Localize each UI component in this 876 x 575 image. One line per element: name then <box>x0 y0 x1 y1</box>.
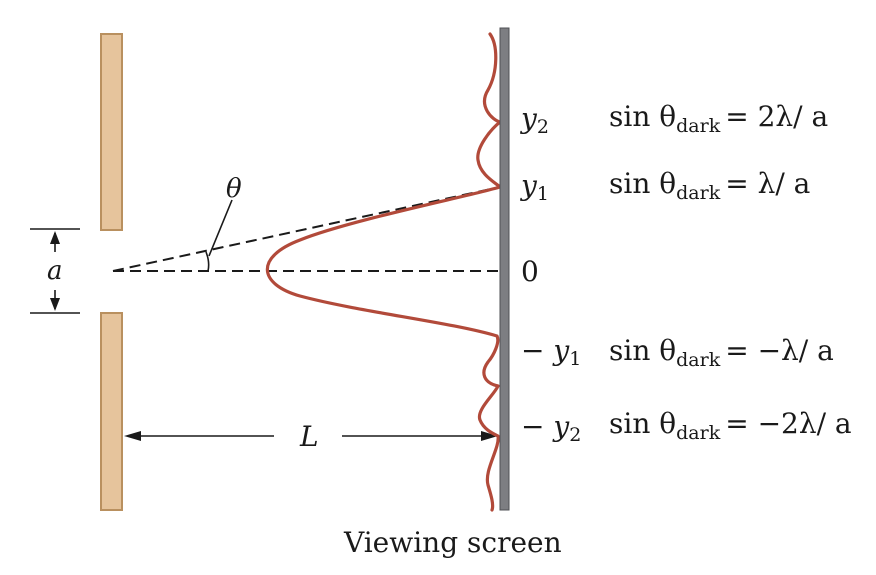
position-minus-y2-label: − y2 <box>521 410 581 446</box>
position-y1-label: y1 <box>519 169 549 205</box>
position-minus-y2: − y2 sin θdark= −2λ/ a <box>521 407 852 446</box>
position-y2-label: y2 <box>519 102 549 138</box>
lower-barrier <box>100 312 123 511</box>
theta-angle-arc <box>205 251 210 272</box>
viewing-screen <box>499 27 510 511</box>
position-minus-y1-label: − y1 <box>521 334 581 370</box>
position-y2: y2 sin θdark= 2λ/ a <box>519 100 828 138</box>
angled-ray-line <box>112 186 501 272</box>
theta-leader-line <box>208 199 233 257</box>
upper-barrier <box>100 33 123 231</box>
position-minus-y1-equation: sin θdark= −λ/ a <box>609 334 834 371</box>
distance-right-arrowhead <box>481 431 498 441</box>
position-y1: y1 sin θdark= λ/ a <box>519 167 810 205</box>
distance-left-arrowhead <box>124 431 141 441</box>
position-minus-y2-equation: sin θdark= −2λ/ a <box>609 407 852 444</box>
theta-label: θ <box>226 174 242 204</box>
position-y2-equation: sin θdark= 2λ/ a <box>609 100 828 137</box>
distance-label: L <box>299 420 319 453</box>
slit-width-label: a <box>47 256 63 286</box>
slit-width-up-arrowhead <box>50 231 60 244</box>
position-y1-equation: sin θdark= λ/ a <box>609 167 810 204</box>
slit-width-down-arrowhead <box>50 298 60 311</box>
position-zero-label: 0 <box>521 255 539 288</box>
position-zero: 0 <box>521 255 539 288</box>
viewing-screen-caption: Viewing screen <box>343 526 562 559</box>
intensity-pattern-curve <box>265 32 502 512</box>
position-minus-y1: − y1 sin θdark= −λ/ a <box>521 334 834 371</box>
